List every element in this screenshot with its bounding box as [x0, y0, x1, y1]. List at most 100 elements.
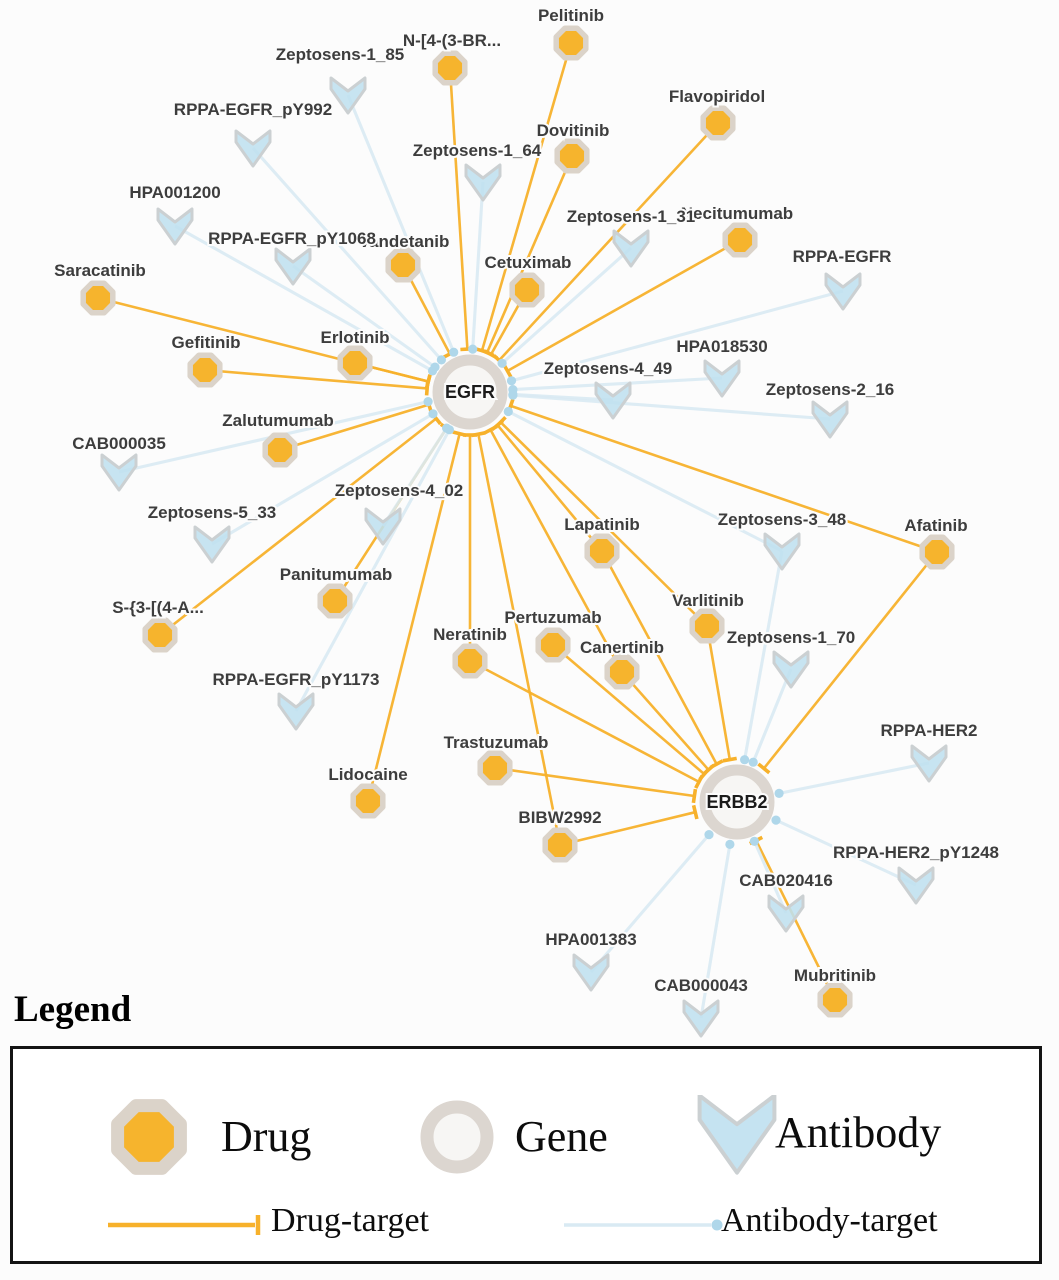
drug-node[interactable]: [80, 280, 116, 316]
antibody-node[interactable]: [824, 272, 862, 311]
edge-antibody-target: [778, 761, 930, 795]
drug-node[interactable]: [553, 25, 589, 61]
antibody-target-dot: [508, 390, 518, 400]
drug-node-label: Neratinib: [433, 625, 507, 644]
drug-target-edge-icon: [108, 1215, 261, 1235]
legend-box: Drug Gene Antibody Drug-target Antibody-…: [10, 1046, 1042, 1264]
edge-drug-target: [559, 810, 696, 847]
antibody-target-dot: [497, 358, 507, 368]
antibody-target-dot: [449, 347, 459, 357]
antibody-node[interactable]: [364, 507, 402, 546]
drug-node-label: Pertuzumab: [504, 608, 601, 627]
antibody-node[interactable]: [897, 866, 935, 905]
drug-node[interactable]: [817, 982, 853, 1018]
drug-node[interactable]: [604, 654, 640, 690]
antibody-target-dot: [748, 757, 758, 767]
antibody-node[interactable]: [612, 229, 650, 268]
drug-node[interactable]: [722, 222, 758, 258]
drug-node[interactable]: [432, 50, 468, 86]
antibody-node-label: Zeptosens-1_64: [413, 141, 542, 160]
legend-antibody-target-label: Antibody-target: [721, 1202, 938, 1239]
drug-target-tee: [483, 424, 498, 435]
antibody-node[interactable]: [763, 532, 801, 571]
antibody-node[interactable]: [234, 129, 272, 168]
drug-node[interactable]: [689, 608, 725, 644]
legend-drug-target-label: Drug-target: [271, 1202, 429, 1239]
drug-node[interactable]: [509, 272, 545, 308]
edge-drug-target: [621, 671, 710, 771]
antibody-node-label: HPA018530: [676, 337, 767, 356]
antibody-target-dot: [740, 755, 750, 765]
antibody-node[interactable]: [329, 76, 367, 115]
edge-antibody-target: [501, 246, 633, 365]
edge-antibody-target: [211, 412, 434, 546]
edge-antibody-target: [512, 393, 831, 421]
edge-drug-target: [279, 403, 430, 452]
drug-node-label: Pelitinib: [538, 6, 604, 25]
antibody-node[interactable]: [274, 247, 312, 286]
antibody-node[interactable]: [811, 400, 849, 439]
drug-node-label: Erlotinib: [321, 328, 390, 347]
antibody-target-dot: [428, 409, 438, 419]
drug-node[interactable]: [584, 533, 620, 569]
drug-node[interactable]: [350, 783, 386, 819]
drug-target-tee: [691, 788, 698, 804]
drug-node[interactable]: [262, 432, 298, 468]
drug-node[interactable]: [317, 583, 353, 619]
drug-node[interactable]: [385, 247, 421, 283]
antibody-node[interactable]: [682, 999, 720, 1038]
drug-node[interactable]: [535, 627, 571, 663]
edge-antibody-target: [699, 844, 732, 1019]
antibody-node-label: HPA001200: [129, 183, 220, 202]
antibody-node-label: RPPA-EGFR_pY1068: [208, 229, 376, 248]
drug-node[interactable]: [187, 352, 223, 388]
gene-node[interactable]: [699, 764, 775, 840]
antibody-node[interactable]: [703, 359, 741, 398]
antibody-node[interactable]: [193, 525, 231, 564]
antibody-node[interactable]: [767, 894, 805, 933]
antibody-node[interactable]: [594, 381, 632, 420]
drug-node-label: Vandetanib: [359, 232, 450, 251]
labels-layer: EGFRERBB2PelitinibN-[4-(3-BR...Flavopiri…: [52, 4, 1001, 997]
antibody-node-label: Zeptosens-1_31: [567, 207, 696, 226]
drug-node[interactable]: [542, 827, 578, 863]
drug-node-label: Canertinib: [580, 638, 664, 657]
drug-node[interactable]: [700, 105, 736, 141]
drug-node[interactable]: [452, 643, 488, 679]
antibody-node[interactable]: [277, 692, 315, 731]
antibody-node-label: Zeptosens-3_48: [718, 510, 847, 529]
edge-antibody-target: [251, 146, 443, 361]
drug-node[interactable]: [142, 617, 178, 653]
edge-drug-target: [600, 550, 718, 765]
edge-antibody-target: [294, 428, 451, 712]
gene-node[interactable]: [432, 354, 508, 430]
antibody-target-dot: [503, 406, 513, 417]
drug-node[interactable]: [477, 750, 513, 786]
drug-target-tee: [502, 363, 513, 378]
legend-gene-label: Gene: [515, 1112, 608, 1161]
drug-target-tee: [471, 431, 486, 438]
drug-node[interactable]: [919, 534, 955, 570]
edge-antibody-target: [589, 833, 711, 974]
gene-circle-shape: [420, 1100, 494, 1174]
edge-antibody-target: [292, 264, 436, 369]
drug-node[interactable]: [337, 345, 373, 381]
antibody-node[interactable]: [156, 207, 194, 246]
antibody-node[interactable]: [910, 744, 948, 783]
edge-antibody-target: [511, 289, 844, 383]
drug-node-label: Cetuximab: [485, 253, 572, 272]
edge-antibody-target: [507, 410, 783, 553]
drug-node-icon: [111, 1099, 187, 1175]
antibody-node[interactable]: [572, 953, 610, 992]
antibody-node[interactable]: [100, 453, 138, 492]
legend-antibody-label: Antibody: [775, 1108, 942, 1157]
drug-node-label: Varlitinib: [672, 591, 744, 610]
antibody-node-label: Zeptosens-4_02: [335, 481, 464, 500]
edge-drug-target: [506, 238, 741, 373]
edge-antibody-target: [775, 818, 917, 887]
drug-node[interactable]: [554, 138, 590, 174]
antibody-node[interactable]: [772, 650, 810, 689]
antibody-node-label: CAB000035: [72, 434, 166, 453]
antibody-node[interactable]: [464, 163, 502, 202]
